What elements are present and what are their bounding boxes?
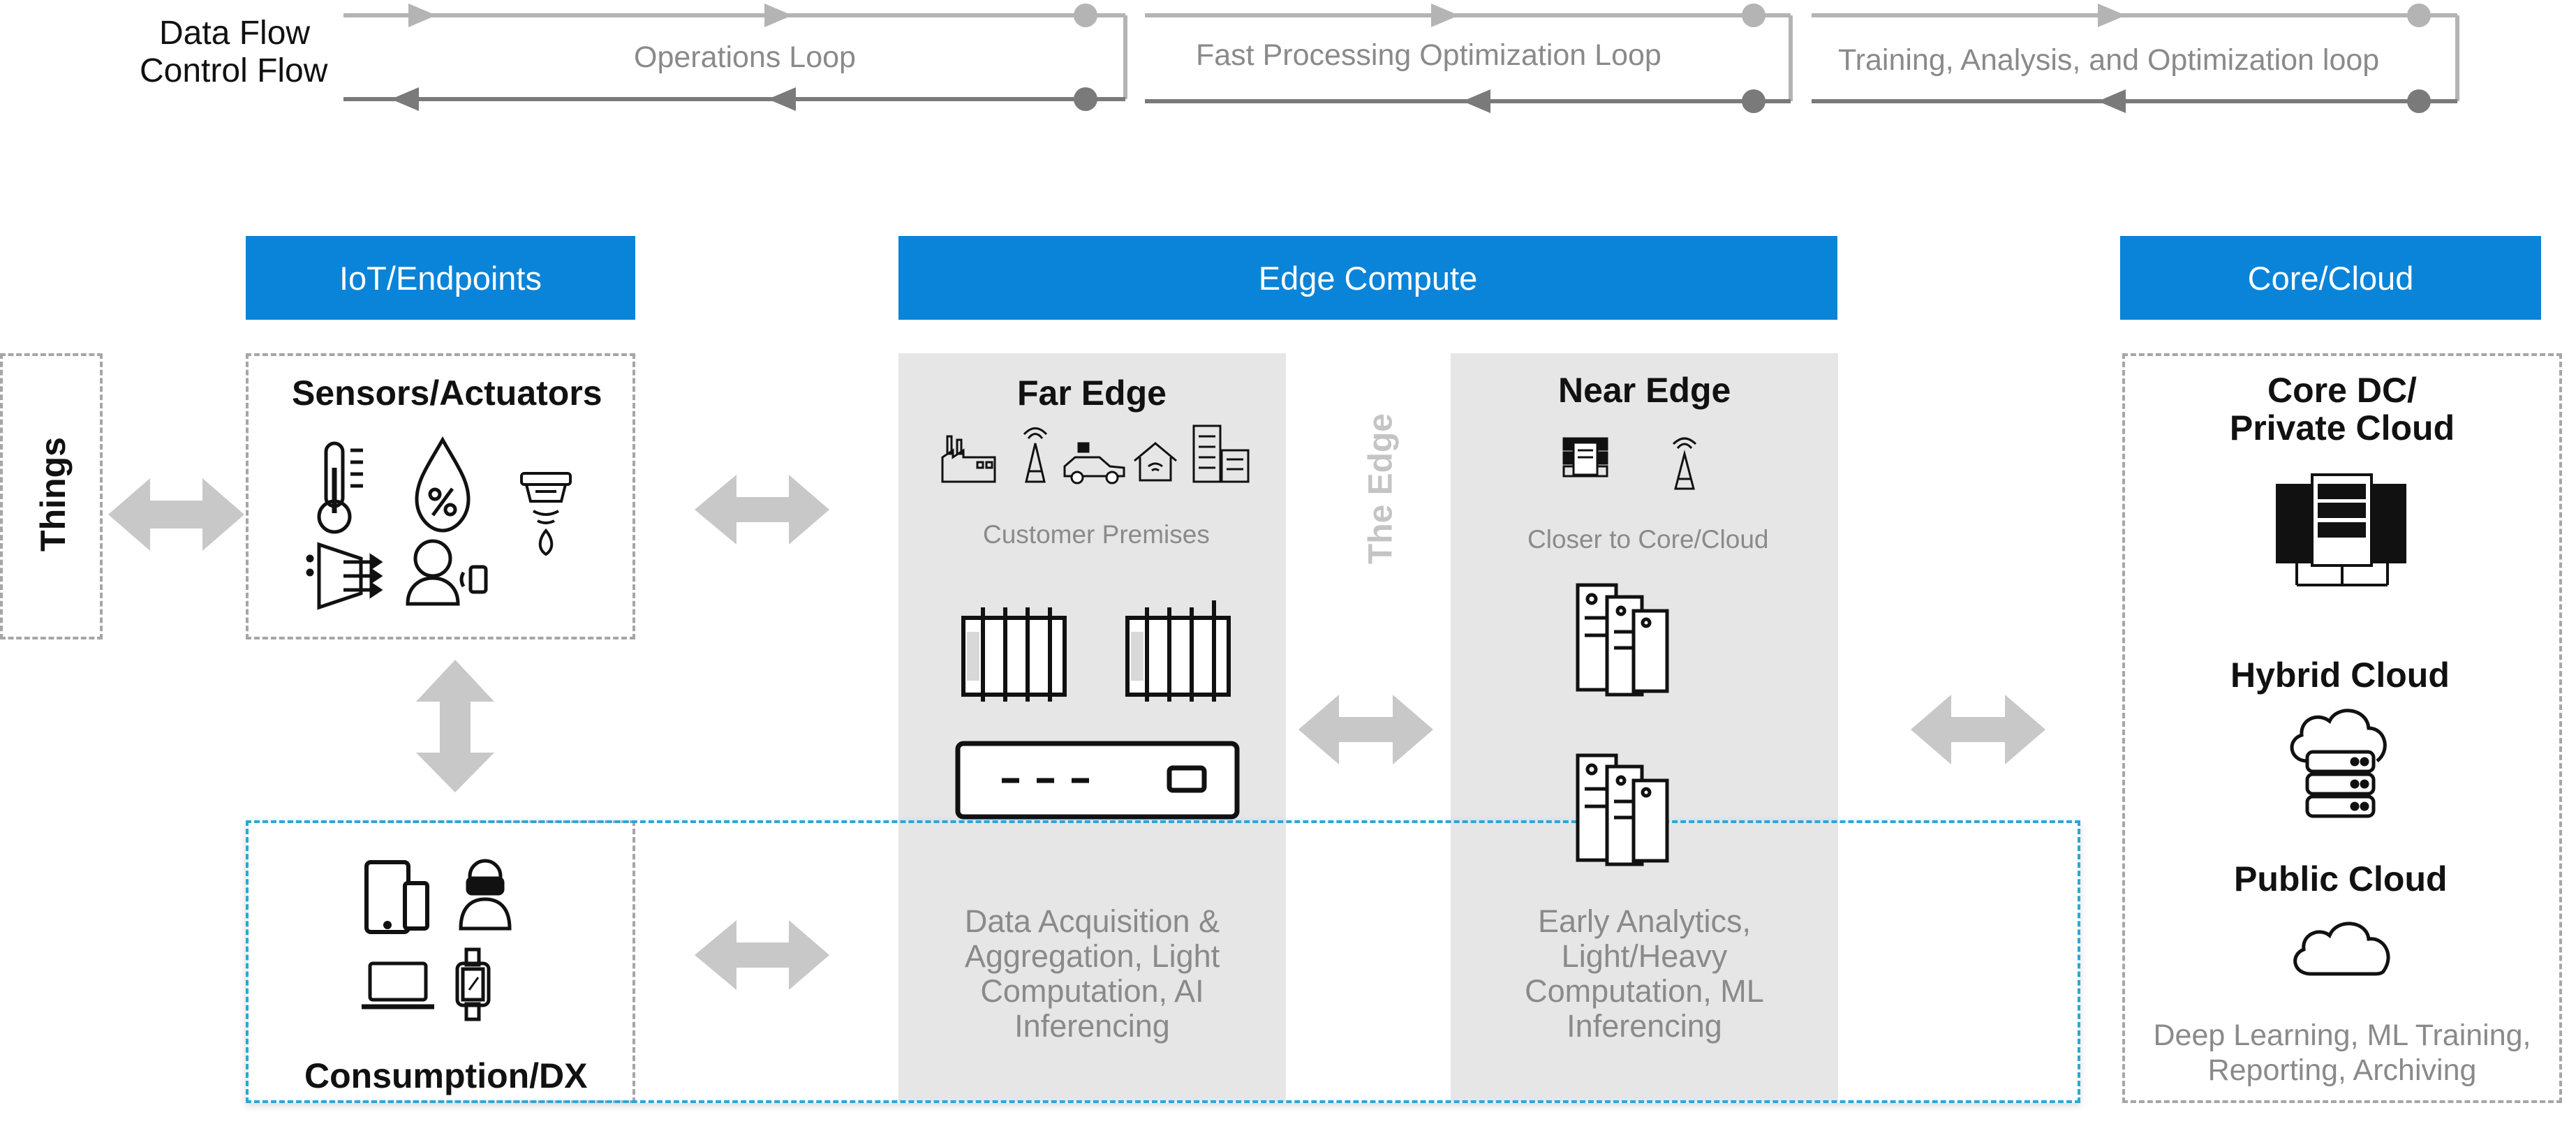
server-stack-small-icon (1562, 437, 1608, 478)
public-cloud-title: Public Cloud (2234, 859, 2448, 899)
consumption-icons (362, 859, 512, 1021)
cloud-box (2122, 353, 2562, 1103)
smoke-detector-icon (520, 472, 572, 556)
consumption-box (246, 820, 635, 1103)
things-box (0, 353, 103, 639)
far-edge-subtitle: Customer Premises (983, 520, 1210, 549)
legend-data-flow: Data Flow (159, 15, 311, 52)
consumption-title: Consumption/DX (304, 1056, 588, 1095)
near-edge-desc-line: Computation, ML (1525, 973, 1764, 1009)
far-edge-description: Data Acquisition & Aggregation, Light Co… (898, 904, 1286, 1044)
public-cloud-icon (2293, 922, 2390, 976)
consumption-faredge-arrow (695, 920, 829, 990)
near-edge-desc-line: Light/Heavy (1561, 938, 1728, 974)
core-dc-title: Core DC/ Private Cloud (2122, 371, 2562, 447)
far-edge-desc-line: Aggregation, Light (964, 938, 1220, 974)
near-edge-title: Near Edge (1558, 371, 1731, 410)
sensors-icons (306, 436, 572, 610)
near-edge-desc-line: Inferencing (1567, 1008, 1722, 1044)
rack-switch-icon (961, 600, 1231, 702)
loops-diagram (343, 3, 2459, 113)
server-cluster-icon (1576, 753, 1669, 866)
public-cloud-graphic (2293, 922, 2390, 976)
server-rack-cloud-icon (2276, 473, 2406, 586)
far-edge-desc-line: Inferencing (1014, 1008, 1170, 1044)
server-cluster-icon (1576, 583, 1669, 697)
hybrid-cloud-icon (2290, 709, 2387, 818)
far-edge-title: Far Edge (1017, 374, 1167, 413)
actuator-icon (306, 542, 383, 610)
near-edge-subtitle: Closer to Core/Cloud (1527, 525, 1769, 554)
header-core-cloud: Core/Cloud (2120, 236, 2541, 320)
sensors-consumption-arrow (416, 660, 494, 792)
consumption-dx-frame (246, 820, 2080, 1103)
near-edge-site-icons (1562, 437, 1697, 490)
things-sensors-arrow (108, 478, 244, 551)
tablet-phone-icon (364, 860, 429, 934)
car-icon (1063, 442, 1125, 485)
cell-tower-icon (1023, 427, 1048, 483)
training-loop-label: Training, Analysis, and Optimization loo… (1838, 43, 2380, 77)
far-edge-site-icons (941, 424, 1250, 485)
buildings-icon (1192, 424, 1250, 483)
legend-control-flow: Control Flow (140, 52, 328, 89)
vr-headset-user-icon (459, 859, 512, 931)
cloud-description: Deep Learning, ML Training, Reporting, A… (2122, 1018, 2562, 1088)
factory-icon (941, 435, 996, 483)
near-edge-description: Early Analytics, Light/Heavy Computation… (1451, 904, 1838, 1044)
near-edge-panel (1451, 353, 1838, 1102)
operations-loop-label: Operations Loop (634, 40, 856, 74)
laptop-icon (362, 961, 434, 1010)
smart-home-icon (1134, 442, 1177, 482)
far-edge-desc-line: Data Acquisition & (964, 903, 1220, 939)
header-edge-compute: Edge Compute (898, 236, 1837, 320)
sensors-title: Sensors/Actuators (292, 374, 602, 413)
training-loop-lines (1812, 3, 2459, 113)
hybrid-cloud-graphic (2290, 709, 2387, 818)
smartwatch-icon (455, 947, 491, 1021)
humidity-icon (415, 436, 471, 533)
cell-tower-icon (1672, 437, 1697, 490)
cloud-desc-line-2: Reporting, Archiving (2207, 1053, 2477, 1087)
person-sensor-icon (406, 539, 488, 606)
fast-loop-lines (1145, 3, 1793, 113)
hybrid-cloud-title: Hybrid Cloud (2230, 656, 2450, 695)
edge-gateway-icon (955, 741, 1240, 820)
operations-loop-lines (343, 3, 1127, 111)
core-dc-line-2: Private Cloud (2229, 408, 2455, 448)
header-iot-endpoints: IoT/Endpoints (246, 236, 635, 320)
nearedge-cloud-arrow (1911, 695, 2045, 764)
far-edge-devices (955, 600, 1240, 820)
sensors-faredge-arrow (695, 475, 829, 545)
near-edge-desc-line: Early Analytics, (1537, 903, 1752, 939)
fast-loop-label: Fast Processing Optimization Loop (1196, 38, 1661, 72)
far-edge-desc-line: Computation, AI (980, 973, 1204, 1009)
near-edge-servers (1576, 583, 1669, 866)
core-dc-line-1: Core DC/ (2267, 371, 2417, 410)
cloud-desc-line-1: Deep Learning, ML Training, (2153, 1019, 2531, 1052)
thermometer-icon (317, 441, 363, 534)
faredge-nearedge-arrow (1298, 695, 1433, 764)
core-dc-servers (2276, 473, 2406, 586)
